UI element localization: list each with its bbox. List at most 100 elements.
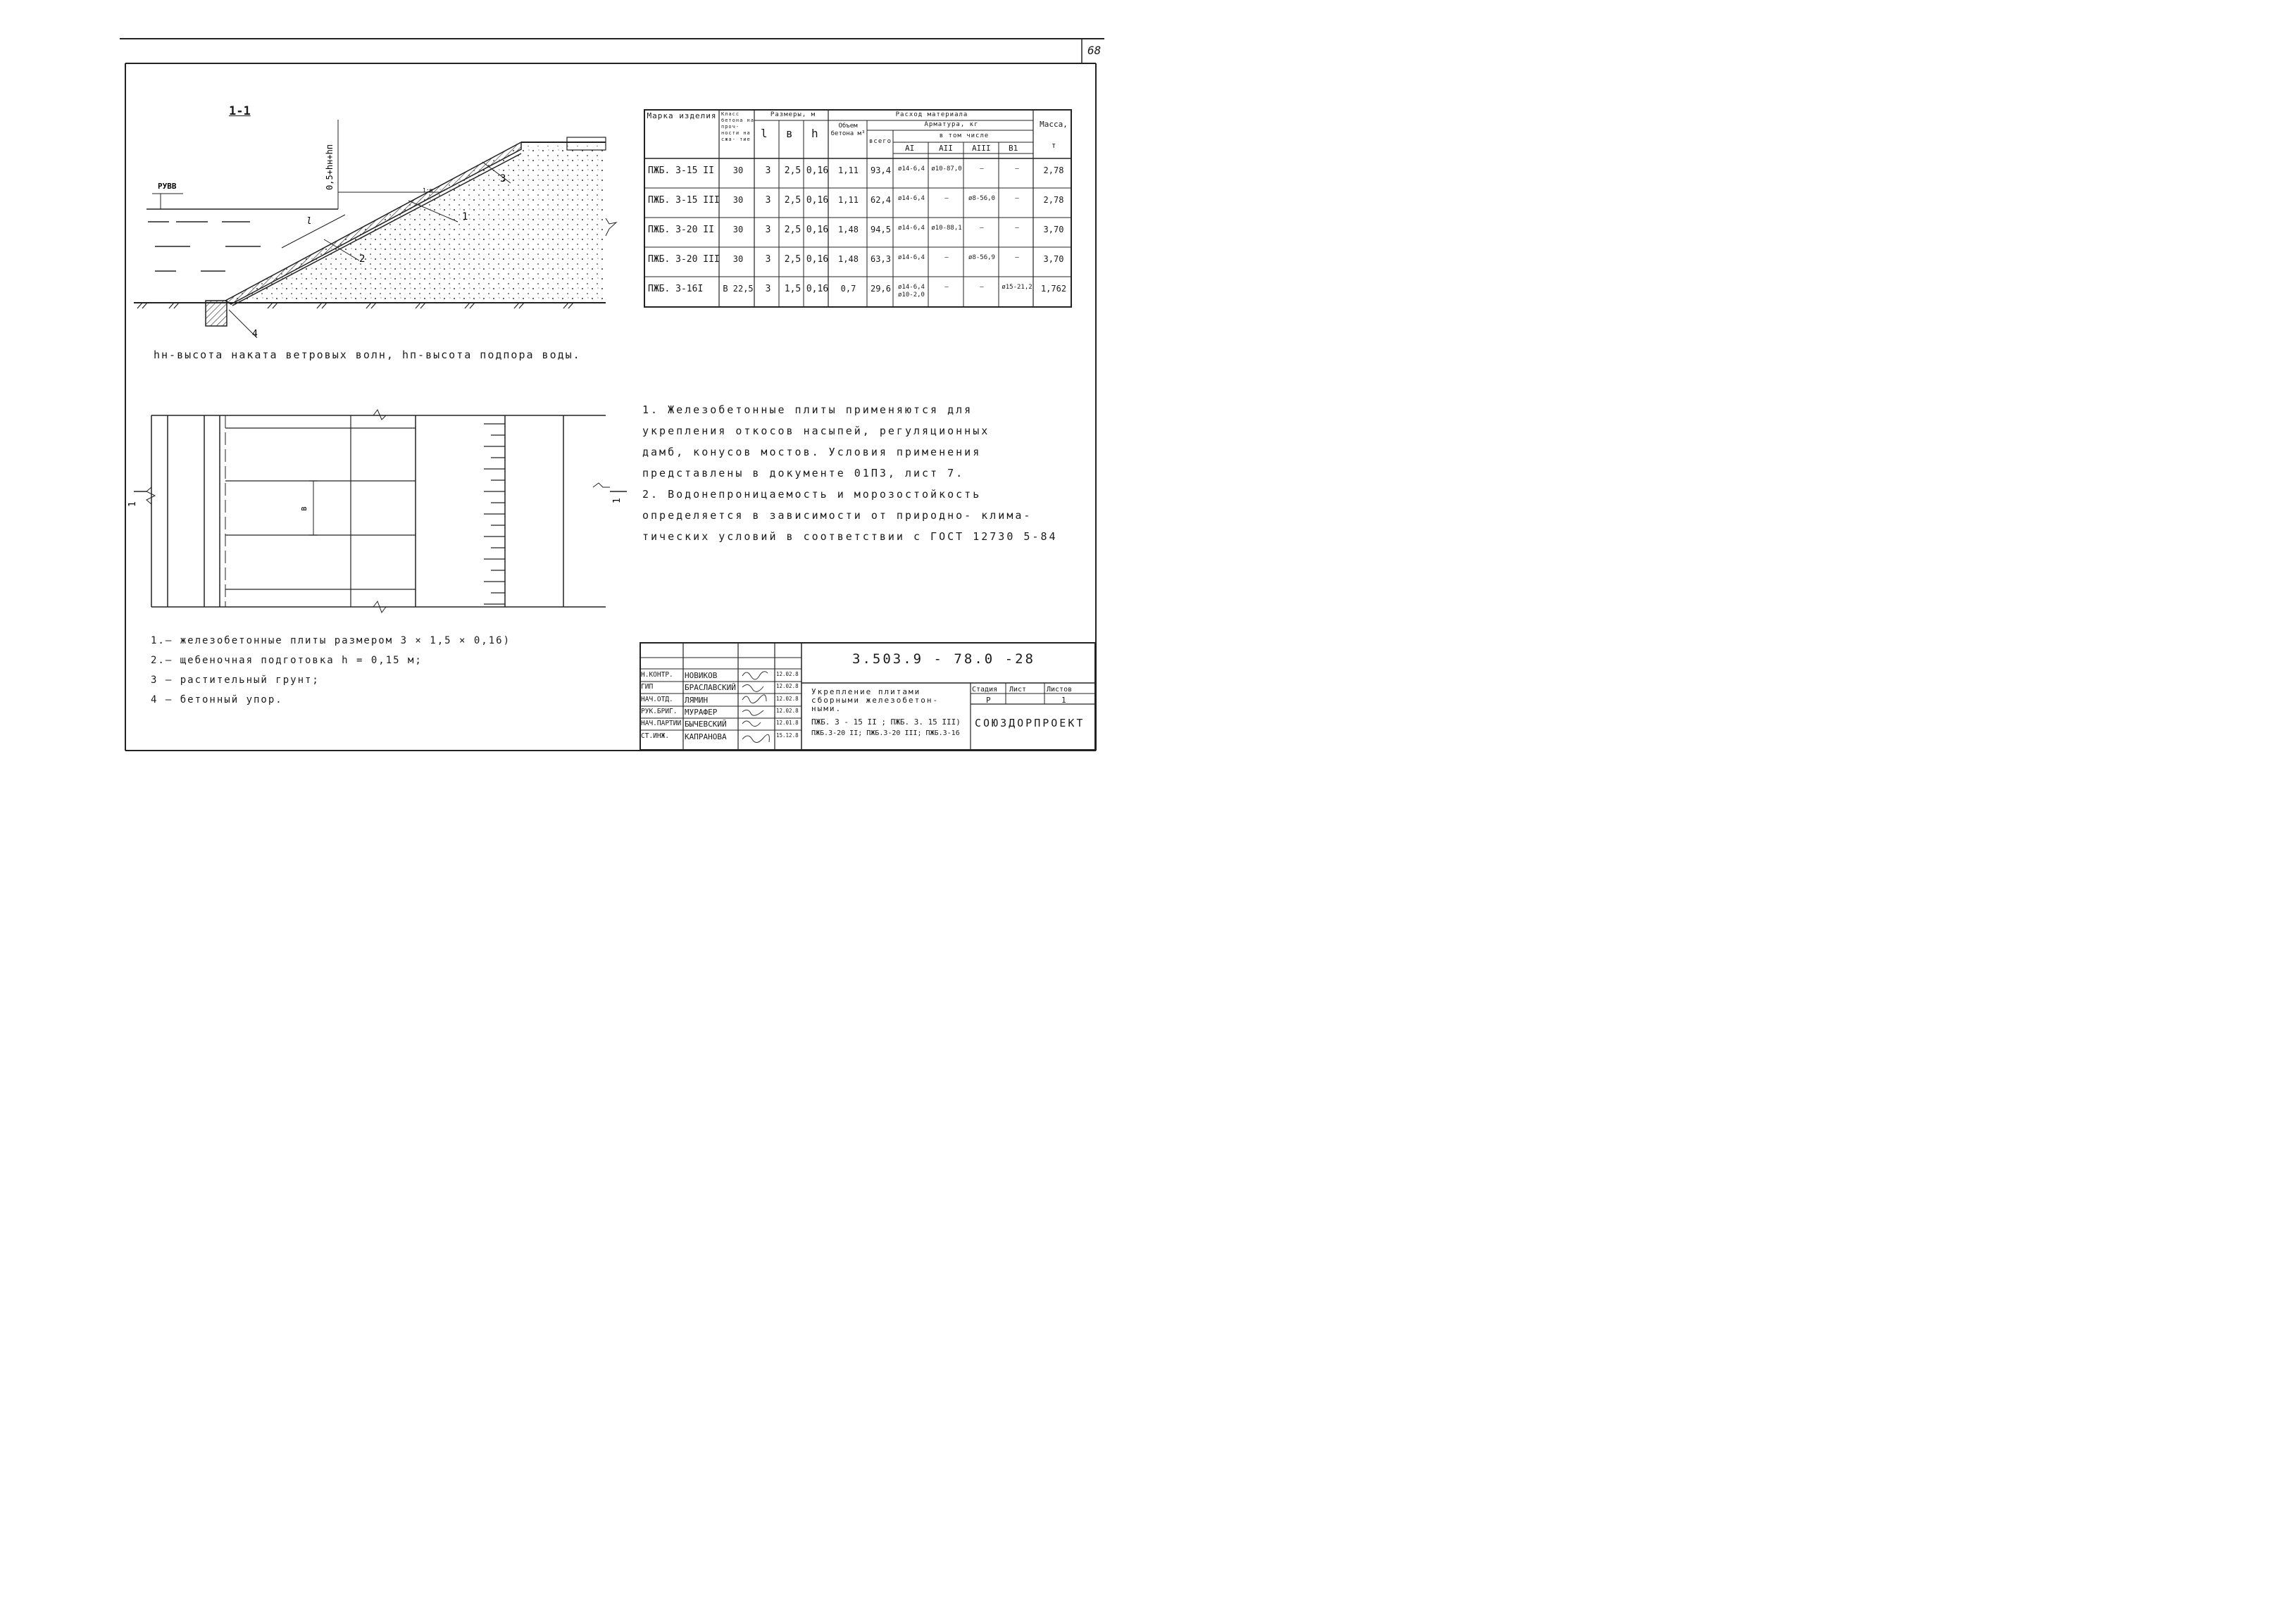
signature-name: БРАСЛАВСКИЙ — [685, 683, 736, 692]
table-cell: 3 — [765, 225, 771, 235]
signature-name: БЫЧЕВСКИЙ — [685, 720, 727, 729]
embankment-fill — [225, 146, 606, 303]
materials-table — [644, 109, 1072, 308]
table-cell: ø14-6,4 — [898, 195, 925, 202]
legend-item: 4 — бетонный упор. — [151, 694, 283, 705]
table-cell: 2,78 — [1043, 165, 1064, 175]
table-cell: 62,4 — [871, 195, 891, 205]
th-mass: Масса, т — [1040, 120, 1068, 150]
legend-item: 1.— железобетонные плиты размером 3 × 1,… — [151, 635, 511, 646]
th-class: Класс бетона на проч- ности на сжа- тие — [721, 111, 754, 142]
table-cell: 30 — [732, 254, 744, 264]
table-cell: ø14-6,4 — [898, 254, 925, 261]
cut-mark-right: 1 — [612, 498, 623, 503]
caption-text: hн-высота наката ветровых волн, hп-высот… — [154, 349, 581, 361]
table-cell-mark: ПЖБ. 3-20 II — [648, 225, 714, 235]
table-cell: 2,5 — [784, 225, 801, 235]
table-cell: 1,11 — [838, 195, 859, 205]
table-cell: — — [980, 225, 984, 232]
table-cell: 29,6 — [871, 284, 891, 294]
note-line: определяется в зависимости от природно- … — [642, 509, 1032, 522]
table-cell: 0,16 — [806, 195, 829, 206]
table-cell: ø15-21,2 — [1002, 284, 1032, 291]
table-cell: ø14-6,4 — [898, 165, 925, 172]
table-cell: ø10-88,1 — [931, 225, 962, 232]
table-cell: 3 — [765, 165, 771, 176]
signature-role: ГИП — [641, 683, 654, 691]
height-formula: 0,5+hн+hп — [325, 144, 335, 190]
table-cell: — — [1015, 254, 1019, 261]
signature-role: НАЧ.ПАРТИИ — [641, 720, 682, 727]
th-dims: Размеры, м — [770, 111, 816, 118]
dim-l: l — [306, 216, 312, 227]
th-a3: АIII — [972, 144, 991, 153]
table-cell: ø8-56,0 — [968, 195, 995, 202]
table-cell: 3 — [765, 284, 771, 294]
table-cell: 0,16 — [806, 225, 829, 235]
doc-subtitle-1: ПЖБ. 3 - 15 II ; ПЖБ. 3. 15 III) — [811, 717, 961, 727]
table-cell: 0,7 — [840, 284, 856, 294]
sheet-frame — [120, 38, 1104, 751]
th-dim-l: l — [761, 127, 768, 140]
signature-date: 15.12.8 — [776, 732, 799, 739]
section-label: 1-1 — [229, 104, 251, 118]
table-cell: 0,16 — [806, 254, 829, 265]
cut-mark-left: 1 — [127, 501, 138, 507]
table-cell: 1,762 — [1040, 284, 1067, 294]
drawing-sheet: { "sheet": { "number": "68" }, "section"… — [0, 0, 1104, 772]
table-cell: 30 — [732, 165, 744, 175]
table-cell: — — [944, 254, 949, 261]
th-b1: В1 — [1009, 144, 1018, 153]
signature-role: Н.КОНТР. — [641, 671, 673, 679]
table-cell: 3,70 — [1043, 225, 1064, 234]
table-cell: 2,5 — [784, 254, 801, 265]
table-cell: ø14-6,4 ø10-2,0 — [898, 284, 925, 299]
th-dim-h: h — [811, 127, 818, 140]
note-line: 1. Железобетонные плиты применяются для — [642, 403, 973, 416]
table-cell-mark: ПЖБ. 3-15 III — [648, 195, 720, 206]
table-cell: 3,70 — [1043, 254, 1064, 264]
doc-code: 3.503.9 - 78.0 -28 — [852, 651, 1035, 667]
table-cell: — — [1015, 225, 1019, 232]
callout-4: 4 — [252, 329, 258, 338]
plan-drawing: в 1 1 — [127, 409, 627, 614]
callout-1: 1 — [462, 211, 468, 222]
note-line: 2. Водонепроницаемость и морозостойкость — [642, 488, 982, 501]
sheets-value: 1 — [1061, 696, 1066, 705]
table-cell-mark: ПЖБ. 3-16I — [648, 284, 704, 294]
th-a1: АI — [905, 144, 915, 153]
signature-date: 12.02.8 — [776, 671, 799, 677]
th-consumption: Расход материала — [895, 111, 968, 118]
table-cell: 1,11 — [838, 165, 859, 175]
table-cell: 30 — [732, 225, 744, 234]
table-cell: 2,5 — [784, 165, 801, 176]
table-cell: 0,16 — [806, 165, 829, 176]
signature-date: 12.02.8 — [776, 708, 799, 714]
cross-section-drawing: РУВВ 0,5+hн+hп 1:m l 1 2 3 4 — [134, 120, 618, 338]
note-line: представлены в документе 01П3, лист 7. — [642, 467, 965, 479]
table-cell: 2,5 — [784, 195, 801, 206]
table-cell: ø8-56,9 — [968, 254, 995, 261]
legend-item: 3 — растительный грунт; — [151, 675, 320, 686]
table-cell: ø14-6,4 — [898, 225, 925, 232]
table-cell: 0,16 — [806, 284, 829, 294]
legend-block: 1.— железобетонные плиты размером 3 × 1,… — [151, 631, 511, 710]
table-cell: 63,3 — [871, 254, 891, 264]
sheets-label: Листов — [1047, 686, 1073, 694]
th-total: всего — [869, 138, 892, 145]
signature-role: РУК.БРИГ. — [641, 708, 678, 715]
note-line: укрепления откосов насыпей, регуляционны… — [642, 425, 990, 437]
organization: СОЮЗДОРПРОЕКТ — [975, 717, 1085, 729]
table-cell: 1,48 — [838, 225, 859, 234]
doc-subtitle-2: ПЖБ.3-20 II; ПЖБ.3-20 III; ПЖБ.3-16 — [811, 729, 960, 737]
signature-role: НАЧ.ОТД. — [641, 696, 673, 703]
doc-title: Укрепление плитами сборными железобетон-… — [811, 687, 940, 713]
table-cell: — — [944, 195, 949, 202]
table-cell: 1,48 — [838, 254, 859, 264]
table-cell: 93,4 — [871, 165, 891, 175]
plan-dim-b: в — [299, 506, 308, 511]
sheet-label: Лист — [1009, 686, 1027, 694]
th-mark: Марка изделия — [647, 111, 717, 120]
table-cell: 3 — [765, 195, 771, 206]
notes-block: 1. Железобетонные плиты применяются для … — [642, 399, 1058, 547]
